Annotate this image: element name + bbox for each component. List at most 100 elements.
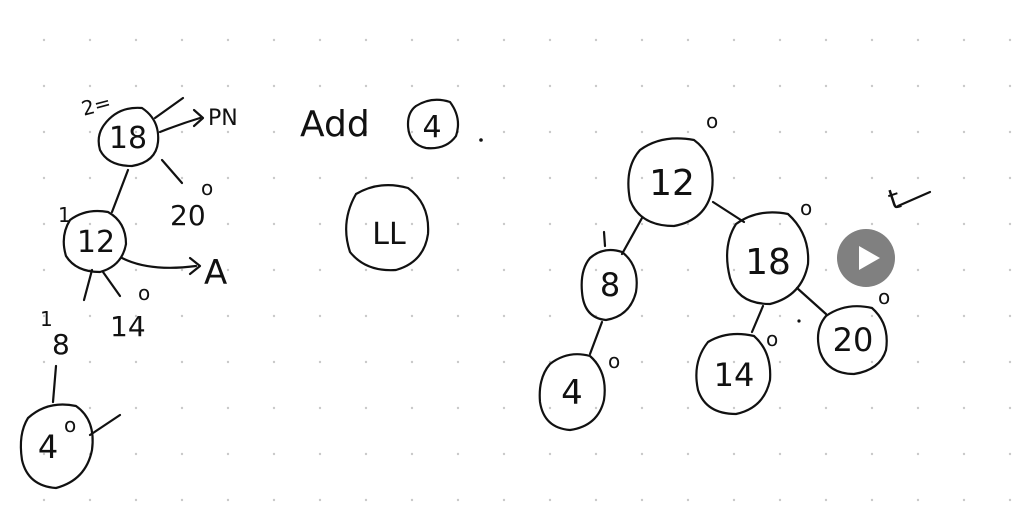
grid-dot (548, 406, 552, 410)
play-button[interactable] (837, 229, 895, 287)
grid-dot (180, 360, 184, 364)
grid-dot (88, 406, 92, 410)
grid-dot (42, 360, 46, 364)
grid-dot (824, 452, 828, 456)
node-18-circle (97, 106, 160, 168)
grid-dot (364, 406, 368, 410)
grid-dot (272, 38, 276, 42)
grid-dot (226, 222, 230, 226)
grid-dot (870, 452, 874, 456)
grid-dot (870, 222, 874, 226)
grid-dot (88, 38, 92, 42)
instruction-text: Add (300, 104, 370, 145)
grid-dot (640, 222, 644, 226)
grid-dot (410, 130, 414, 134)
grid-dot (226, 314, 230, 318)
grid-dot (226, 130, 230, 134)
edge-12-14 (101, 270, 122, 298)
grid-dot (364, 38, 368, 42)
grid-dot (870, 84, 874, 88)
grid-dot (410, 222, 414, 226)
grid-dot (180, 84, 184, 88)
grid-dot (42, 84, 46, 88)
grid-dot (502, 452, 506, 456)
instruction: Add 4 (300, 98, 483, 150)
grid-dot (962, 360, 966, 364)
grid-dot (824, 130, 828, 134)
node-18-tick (153, 96, 185, 120)
grid-dot (42, 452, 46, 456)
grid-dot (134, 406, 138, 410)
grid-dot (456, 222, 460, 226)
grid-dot (410, 268, 414, 272)
grid-dot (732, 38, 736, 42)
grid-dot (594, 406, 598, 410)
grid-dot (640, 360, 644, 364)
instruction-value: 4 (422, 110, 441, 145)
grid-dot (686, 38, 690, 42)
grid-dot (824, 498, 828, 502)
grid-dot (226, 406, 230, 410)
right-node-20-balance: o (878, 285, 890, 309)
grid-dot (916, 176, 920, 180)
grid-dot (686, 268, 690, 272)
node-4-circle (19, 403, 94, 490)
grid-dot (962, 84, 966, 88)
right-tree-side-mark: t (884, 182, 905, 217)
grid-dot (1008, 84, 1012, 88)
grid-dot (686, 222, 690, 226)
grid-dot (180, 406, 184, 410)
grid-dot (226, 176, 230, 180)
grid-dot (686, 176, 690, 180)
grid-dot (134, 498, 138, 502)
grid-dot (364, 176, 368, 180)
grid-dot (1008, 360, 1012, 364)
grid-dot (732, 406, 736, 410)
grid-dot (410, 452, 414, 456)
grid-dot (686, 360, 690, 364)
node-12-value: 12 (77, 225, 115, 260)
grid-dot (502, 406, 506, 410)
grid-dot (134, 176, 138, 180)
grid-dot (272, 222, 276, 226)
grid-dot (594, 84, 598, 88)
grid-dot (318, 38, 322, 42)
grid-dot (1008, 268, 1012, 272)
grid-dot (732, 314, 736, 318)
grid-dot (502, 130, 506, 134)
grid-dot (502, 38, 506, 42)
grid-dot (318, 314, 322, 318)
right-node-4-value: 4 (561, 373, 583, 413)
grid-dot (732, 268, 736, 272)
right-node-18-circle (725, 211, 810, 306)
rotation-case-label: LL (372, 217, 406, 252)
grid-dot (134, 130, 138, 134)
grid-dot (548, 268, 552, 272)
grid-dot (42, 498, 46, 502)
grid-dot (594, 38, 598, 42)
grid-dot (318, 360, 322, 364)
grid-dot (916, 452, 920, 456)
right-node-18-value: 18 (745, 242, 791, 283)
grid-dot (226, 360, 230, 364)
grid-dot (1008, 498, 1012, 502)
grid-dot (824, 38, 828, 42)
grid-dot (732, 176, 736, 180)
grid-dot (410, 38, 414, 42)
grid-dot (778, 314, 782, 318)
grid-dot (42, 268, 46, 272)
grid-dot (318, 498, 322, 502)
right-node-20-value: 20 (833, 321, 874, 359)
grid-dot (1008, 452, 1012, 456)
grid-dot (88, 498, 92, 502)
grid-dot (134, 222, 138, 226)
grid-dot (364, 268, 368, 272)
grid-dot (548, 498, 552, 502)
grid-dot (502, 176, 506, 180)
grid-dot (318, 452, 322, 456)
grid-dot (824, 222, 828, 226)
right-node-4-balance: o (608, 349, 620, 373)
grid-dot (134, 360, 138, 364)
grid-dot (364, 498, 368, 502)
grid-dot (870, 406, 874, 410)
